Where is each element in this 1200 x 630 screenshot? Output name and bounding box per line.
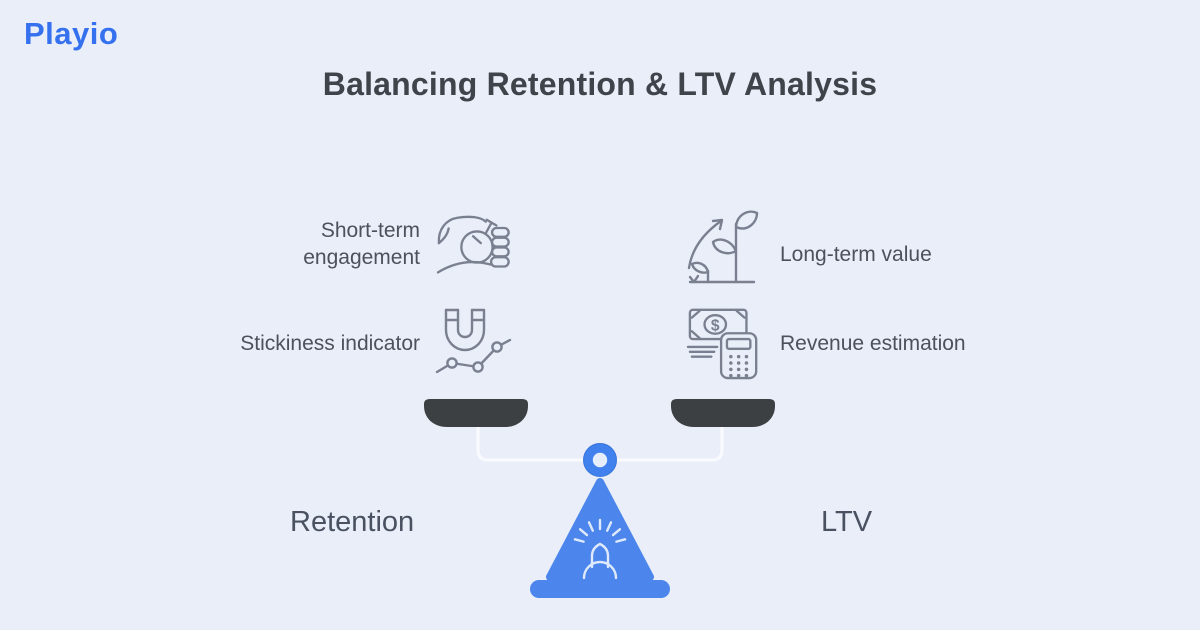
magnet-trend-icon [435, 308, 512, 374]
feature-label-stickiness-indicator: Stickiness indicator [240, 332, 420, 355]
plant-growth-icon [687, 210, 759, 284]
feature-label-long-term-value: Long-term value [780, 243, 932, 266]
right-scale-pan [671, 399, 775, 427]
stopwatch-hand-icon [436, 215, 510, 274]
left-scale-pan [424, 399, 528, 427]
brand-logo: Playio [24, 16, 119, 51]
pivot-ring [583, 443, 617, 477]
pivot-hole [592, 452, 608, 468]
beacon-lamp-icon [573, 518, 627, 580]
scale-beam [476, 419, 724, 462]
fulcrum-base [530, 580, 670, 598]
feature-label-revenue-estimation: Revenue estimation [780, 332, 966, 355]
retention-side-label: Retention [290, 506, 415, 538]
calculator-keys [729, 354, 749, 378]
feature-label-short-term-engagement: Short-term engagement [303, 219, 420, 269]
ltv-side-label: LTV [821, 506, 873, 538]
fulcrum-triangle [546, 478, 654, 581]
cash-calculator-icon: $ [686, 308, 758, 380]
dollar-glyph: $ [711, 317, 720, 334]
page-title: Balancing Retention & LTV Analysis [322, 66, 878, 102]
